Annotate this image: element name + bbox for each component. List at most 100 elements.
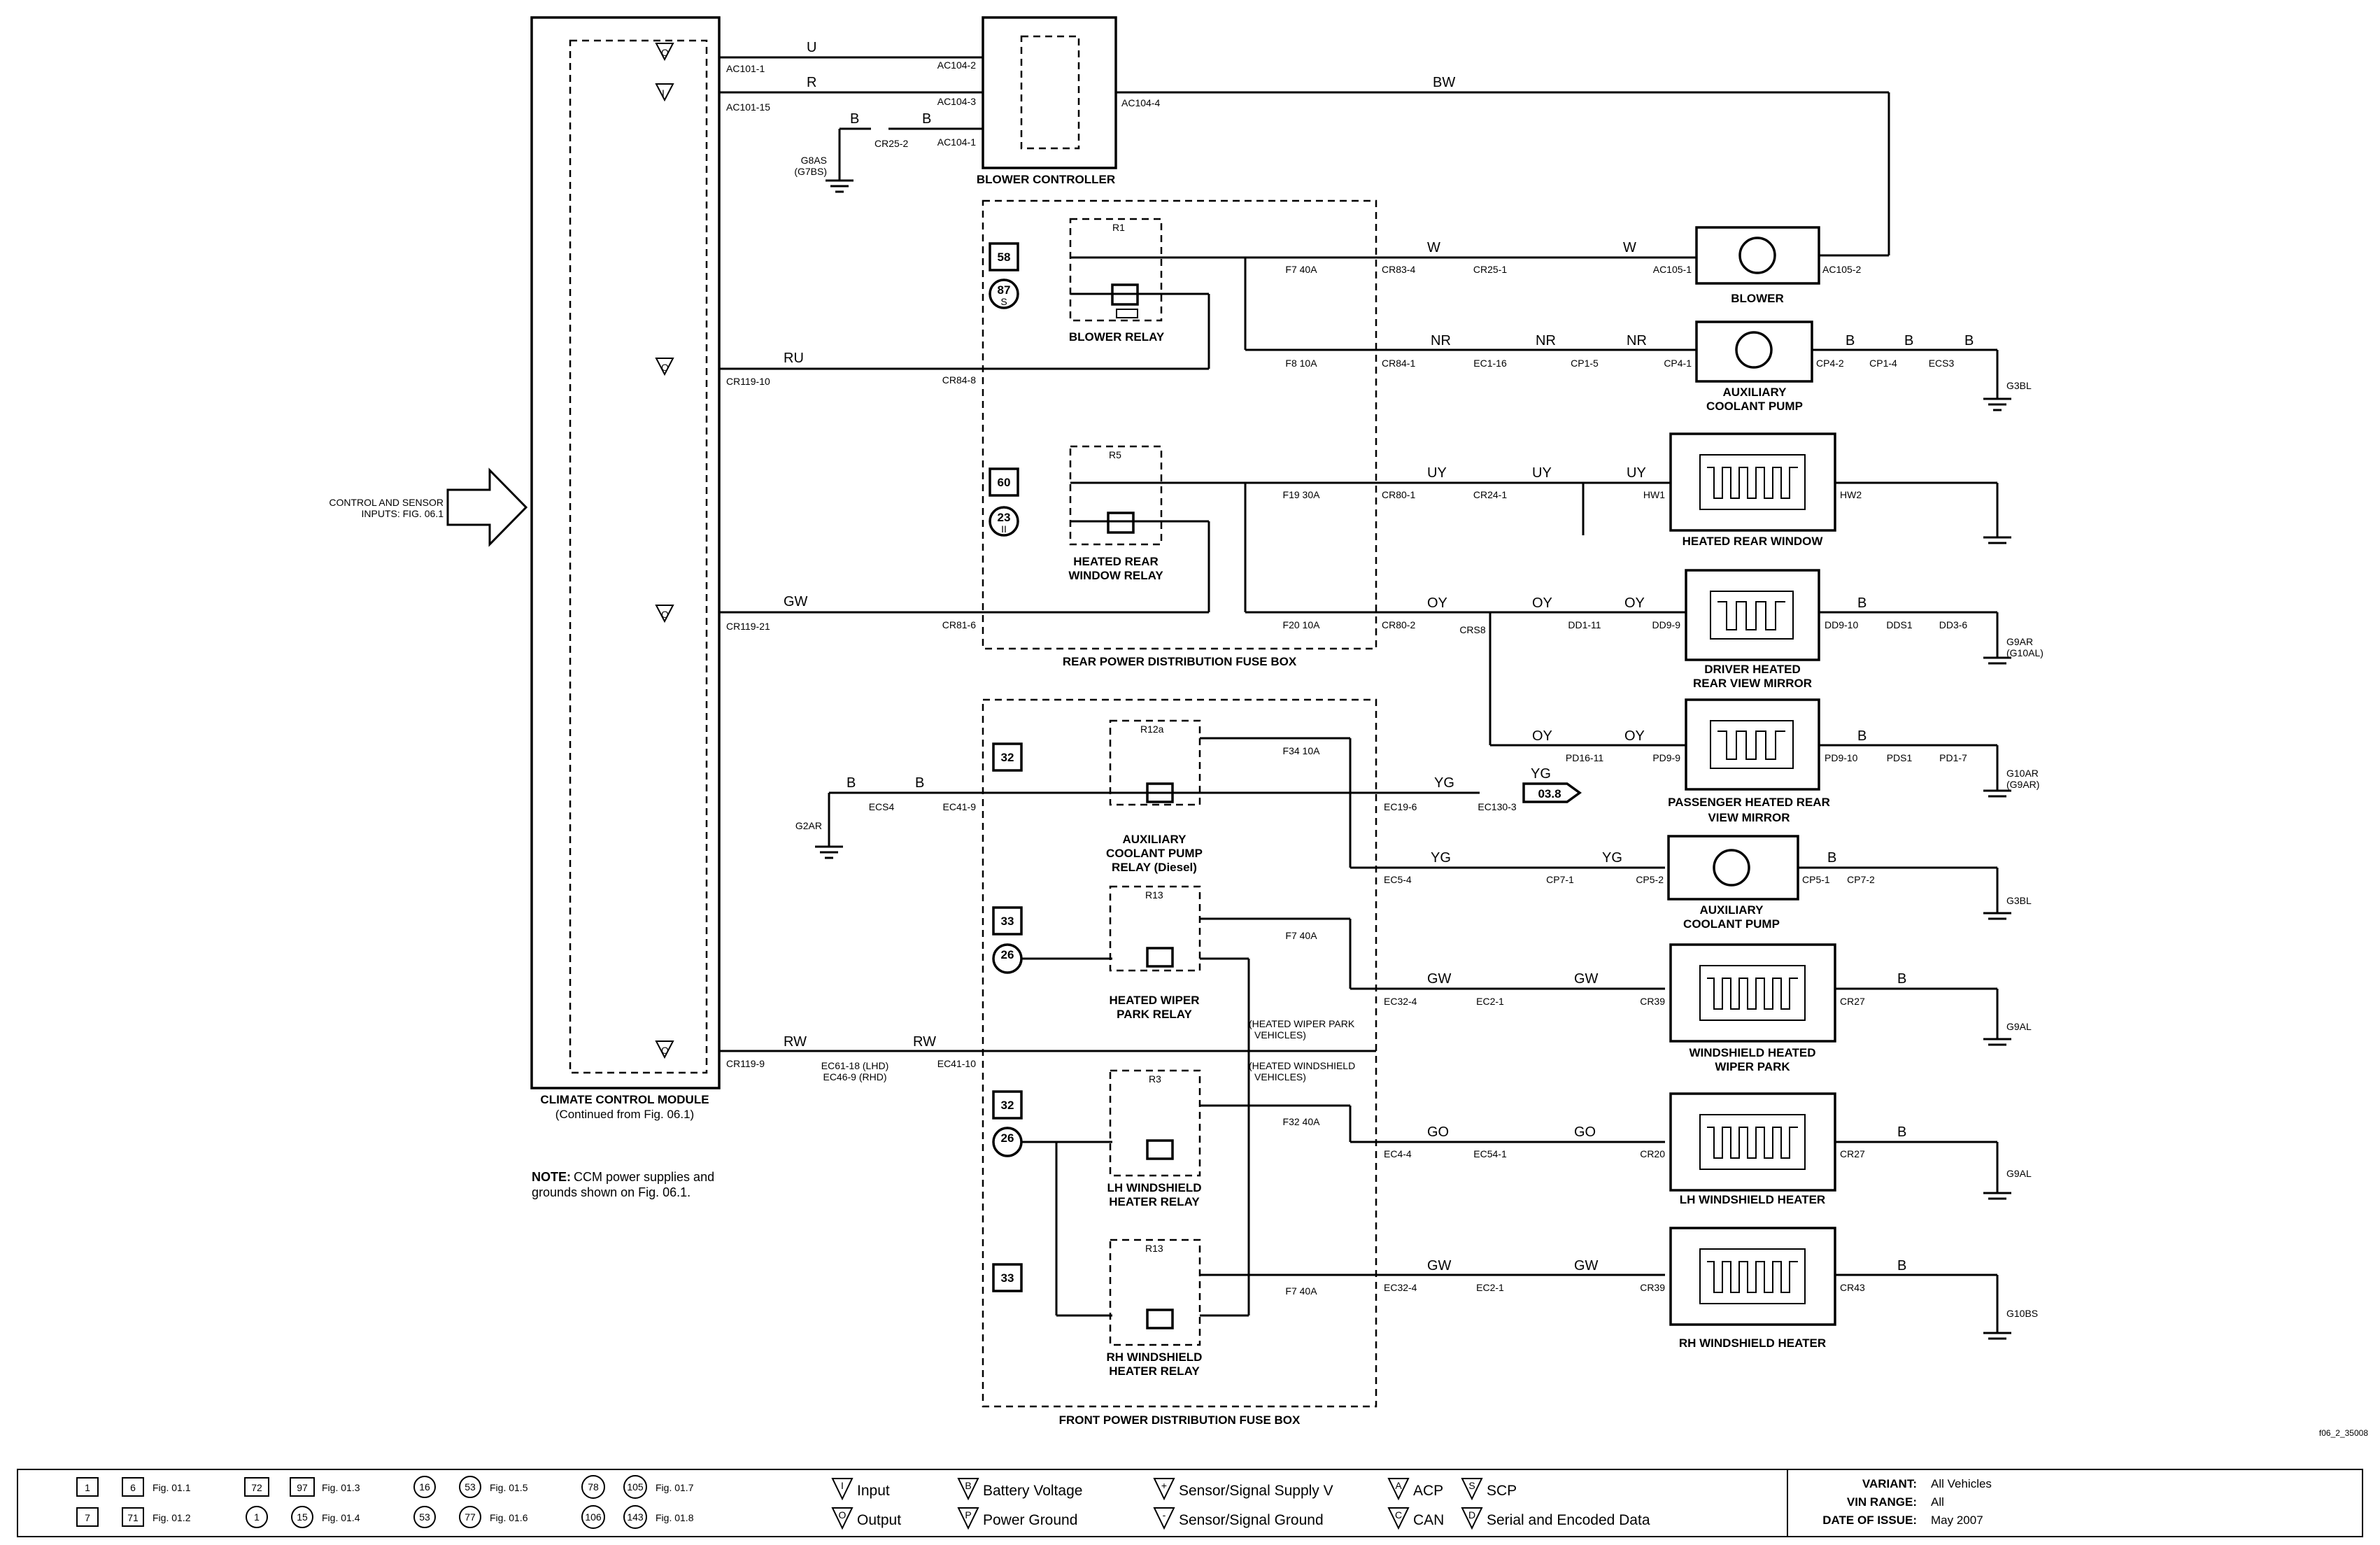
load-pass-mirror-1: PASSENGER HEATED REAR (1668, 796, 1830, 809)
note-windshield-2: VEHICLES) (1254, 1071, 1306, 1082)
badge-26-a: 26 (1001, 948, 1014, 961)
conn-ec4-4: EC4-4 (1384, 1148, 1412, 1159)
pin-dd9-9: DD9-9 (1652, 619, 1681, 630)
load-driver-mirror-1: DRIVER HEATED (1704, 663, 1801, 676)
fuse-f7-front-b: F7 40A (1285, 1285, 1317, 1297)
wire-go-a: GO (1427, 1124, 1449, 1140)
wire-oy-d: OY (1532, 728, 1552, 744)
conn-ec5-4: EC5-4 (1384, 874, 1412, 885)
load-lh-windshield: LH WINDSHIELD HEATER (1680, 1193, 1825, 1206)
svg-text:Battery Voltage: Battery Voltage (983, 1483, 1082, 1499)
ground-g10bs: G10BS (2006, 1308, 2038, 1319)
load-aux-pump-2-a: AUXILIARY (1700, 903, 1764, 917)
wire-ru: RU (784, 351, 804, 366)
ground-g10ar: G10AR (2006, 768, 2039, 779)
pin-ac104-3: AC104-3 (937, 96, 976, 107)
svg-text:Sensor/Signal Ground: Sensor/Signal Ground (1179, 1512, 1324, 1528)
svg-text:106: 106 (585, 1511, 602, 1523)
svg-text:ACP: ACP (1413, 1483, 1443, 1499)
fuse-f7-rear: F7 40A (1285, 264, 1317, 275)
pin-dd9-10: DD9-10 (1825, 619, 1858, 630)
conn-cr83-4: CR83-4 (1382, 264, 1415, 275)
pin-pd9-10: PD9-10 (1825, 752, 1858, 763)
splice-dds1: DDS1 (1886, 619, 1913, 630)
wire-b-ecs4-b: B (915, 775, 924, 791)
rh-relay-label-2: HEATER RELAY (1109, 1364, 1200, 1378)
ground-g9ar: G9AR (2006, 636, 2033, 647)
badge-87: 87 (998, 283, 1011, 297)
pin-cr43: CR43 (1840, 1282, 1865, 1293)
svg-text:SCP: SCP (1487, 1483, 1517, 1499)
wire-u: U (807, 40, 816, 55)
wire-oy-e: OY (1624, 728, 1645, 744)
pin-ac104-2: AC104-2 (937, 59, 976, 71)
svg-text:Fig. 01.4: Fig. 01.4 (322, 1512, 360, 1523)
svg-text:I: I (841, 1480, 844, 1491)
conn-cp1-4: CP1-4 (1869, 358, 1897, 369)
loads: BLOWER AC105-1 AC105-2 CR25-1 W W AUXILI… (1376, 226, 2043, 1350)
ground-g3bl-a: G3BL (2006, 380, 2032, 391)
badge-32-a: 32 (1001, 751, 1014, 764)
load-blower: BLOWER (1731, 292, 1784, 305)
wire-b-pump-a: B (1846, 333, 1855, 348)
pin-ac101-1: AC101-1 (726, 63, 765, 74)
blower-controller-title: BLOWER CONTROLLER (977, 173, 1115, 186)
pin-hw2: HW2 (1840, 489, 1862, 500)
wire-w-a: W (1427, 240, 1440, 255)
ground-g8as: G8AS (801, 155, 827, 166)
inputs-label-1: CONTROL AND SENSOR (329, 497, 444, 508)
wire-b-pump-c: B (1964, 333, 1974, 348)
svg-text:I: I (662, 87, 665, 99)
pin-cr27-b: CR27 (1840, 1148, 1865, 1159)
legend-fig-6: 53 77 Fig. 01.6 (413, 1506, 528, 1528)
relay-r13-id-a: R13 (1145, 889, 1163, 901)
relay-rh-windshield: R13 RH WINDSHIELD HEATER RELAY 33 (992, 1239, 1202, 1378)
wire-nr-a: NR (1431, 333, 1451, 348)
svg-text:O: O (839, 1509, 847, 1521)
svg-text:53: 53 (465, 1481, 476, 1493)
ground-g9al-b: G9AL (2006, 1168, 2032, 1179)
pin-ac104-4: AC104-4 (1121, 97, 1160, 108)
conn-ec32-4-b: EC32-4 (1384, 1282, 1417, 1293)
conn-cr84-1: CR84-1 (1382, 358, 1415, 369)
conn-cr84-8: CR84-8 (942, 374, 976, 386)
svg-text:72: 72 (251, 1482, 262, 1493)
svg-text:O: O (661, 47, 669, 58)
svg-text:-: - (1163, 1509, 1166, 1521)
conn-ec1-16: EC1-16 (1473, 358, 1507, 369)
legend-fig-7: 78 105 Fig. 01.7 (581, 1475, 694, 1499)
pin-cp4-1: CP4-1 (1664, 358, 1692, 369)
wire-yg-a: YG (1434, 775, 1454, 791)
fuse-f20: F20 10A (1283, 619, 1321, 630)
splice-ecs3: ECS3 (1929, 358, 1955, 369)
svg-text:Fig. 01.7: Fig. 01.7 (656, 1482, 694, 1493)
svg-text:Serial and Encoded Data: Serial and Encoded Data (1487, 1512, 1650, 1528)
legend-variant-block: VARIANT: All Vehicles VIN RANGE: All DAT… (1822, 1477, 1992, 1527)
wire-yg-b: YG (1531, 766, 1551, 782)
svg-text:A: A (1395, 1480, 1402, 1491)
wire-gw-c: GW (1427, 1258, 1452, 1274)
wire-uy-a: UY (1427, 465, 1447, 481)
lh-relay-label-2: HEATER RELAY (1109, 1195, 1200, 1208)
badge-23: 23 (998, 511, 1011, 524)
legend-fig-4: 1 15 Fig. 01.4 (246, 1506, 360, 1528)
pin-pd9-9: PD9-9 (1652, 752, 1680, 763)
ref-code: f06_2_35008 (2319, 1428, 2368, 1438)
rear-fuse-box: REAR POWER DISTRIBUTION FUSE BOX R1 BLOW… (719, 199, 1415, 668)
note-wiper-1: (HEATED WIPER PARK (1249, 1018, 1355, 1029)
relay-r3-id: R3 (1149, 1073, 1161, 1085)
wire-rw-a: RW (784, 1034, 807, 1050)
svg-text:77: 77 (465, 1511, 476, 1523)
pin-cp5-1: CP5-1 (1802, 874, 1830, 885)
control-inputs-arrow: CONTROL AND SENSOR INPUTS: FIG. 06.1 (329, 467, 528, 547)
relay-heated-wiper: R13 HEATED WIPER PARK RELAY 33 26 (992, 885, 1201, 1021)
note-line-2: grounds shown on Fig. 06.1. (532, 1185, 690, 1199)
conn-dd1-11: DD1-11 (1568, 619, 1601, 630)
load-wiper-park-2: WIPER PARK (1715, 1060, 1790, 1073)
fuse-f19: F19 30A (1283, 489, 1321, 500)
pin-ac104-1: AC104-1 (937, 136, 976, 148)
load-aux-pump-1-b: COOLANT PUMP (1706, 400, 1803, 413)
load-aux-pump-1-a: AUXILIARY (1723, 386, 1787, 399)
badge-60: 60 (998, 476, 1011, 489)
badge-58: 58 (998, 251, 1011, 264)
